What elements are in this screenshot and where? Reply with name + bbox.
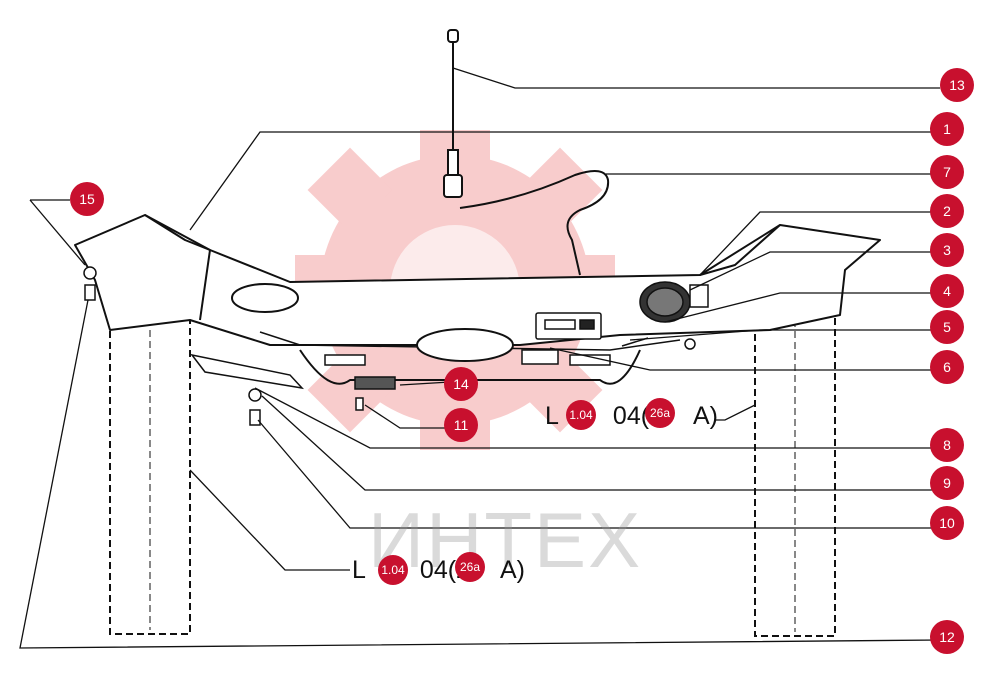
radio-unit [324, 312, 611, 366]
ref-suffix: A) [692, 402, 718, 430]
callout-7[interactable]: 7 [930, 155, 964, 189]
callout-1[interactable]: 1 [930, 112, 964, 146]
left-post [109, 319, 191, 635]
callout-9[interactable]: 9 [930, 466, 964, 500]
callout-12[interactable]: 12 [930, 620, 964, 654]
callout-6[interactable]: 6 [930, 350, 964, 384]
ref-sheet-lower[interactable]: 26a [455, 552, 485, 582]
speaker [639, 281, 709, 323]
callout-4[interactable]: 4 [930, 274, 964, 308]
ref-prefix: L [352, 556, 372, 584]
small-parts [83, 266, 696, 426]
callout-11[interactable]: 11 [444, 408, 478, 442]
callout-8[interactable]: 8 [930, 428, 964, 462]
watermark-text: ИНТЕХ [368, 496, 643, 584]
callout-3[interactable]: 3 [930, 233, 964, 267]
ref-prefix: L [545, 402, 565, 430]
callout-10[interactable]: 10 [930, 506, 964, 540]
callout-2[interactable]: 2 [930, 194, 964, 228]
callout-13[interactable]: 13 [940, 68, 974, 102]
callout-5[interactable]: 5 [930, 310, 964, 344]
ref-suffix: A) [499, 556, 525, 584]
leader-lines [19, 67, 941, 649]
callout-14[interactable]: 14 [444, 367, 478, 401]
ref-code-lower[interactable]: 1.04 [378, 555, 408, 585]
ref-code-upper[interactable]: 1.04 [566, 400, 596, 430]
ref-sheet-upper[interactable]: 26a [645, 398, 675, 428]
callout-15[interactable]: 15 [70, 182, 104, 216]
right-post [754, 309, 836, 637]
